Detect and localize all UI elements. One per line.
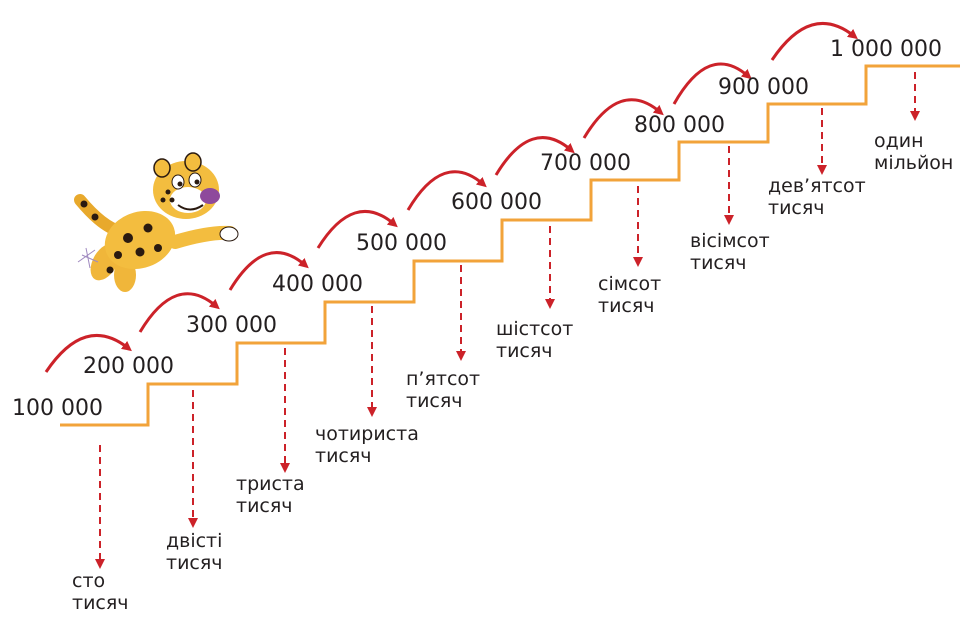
step-number: 900 000	[718, 75, 809, 100]
word-line: сімсот	[598, 273, 661, 295]
step-number: 400 000	[272, 272, 363, 297]
step-number: 200 000	[83, 354, 174, 379]
word-line: шістсот	[496, 318, 573, 340]
word-line: п’ятсот	[406, 368, 480, 390]
leopard-icon	[74, 152, 239, 292]
curved-arrow-icon	[44, 333, 132, 373]
word-line: тисяч	[315, 445, 372, 467]
word-line: один	[874, 130, 924, 152]
curved-arrow-icon	[672, 62, 752, 105]
word-line: вісімсот	[690, 230, 770, 252]
curved-arrow-icon	[770, 21, 858, 61]
word-line: тисяч	[236, 495, 293, 517]
curved-arrow-icon	[316, 209, 398, 249]
word-line: чотириста	[315, 423, 419, 445]
word-line: тисяч	[496, 340, 553, 362]
step-number: 800 000	[634, 113, 725, 138]
step-number: 300 000	[186, 313, 277, 338]
step-number: 500 000	[356, 231, 447, 256]
word-line: двісті	[166, 530, 222, 552]
curved-arrow-icon	[406, 170, 487, 211]
curved-arrow-icon	[582, 98, 664, 139]
word-line: тисяч	[72, 592, 129, 614]
word-line: дев’ятсот	[768, 175, 866, 197]
step-number: 1 000 000	[830, 37, 942, 62]
step-number: 700 000	[540, 151, 631, 176]
word-line: тисяч	[598, 295, 655, 317]
word-line: тисяч	[768, 197, 825, 219]
word-line: тисяч	[166, 552, 223, 574]
word-line: сто	[72, 570, 105, 592]
word-line: мільйон	[874, 152, 953, 174]
curved-arrow-icon	[494, 136, 575, 176]
step-number: 600 000	[451, 190, 542, 215]
step-number: 100 000	[12, 396, 103, 421]
staircase-line	[60, 64, 960, 427]
curved-arrow-icon	[228, 251, 309, 291]
word-line: тисяч	[406, 390, 463, 412]
word-line: тисяч	[690, 252, 747, 274]
word-line: триста	[236, 473, 305, 495]
curved-arrow-icon	[138, 292, 220, 333]
